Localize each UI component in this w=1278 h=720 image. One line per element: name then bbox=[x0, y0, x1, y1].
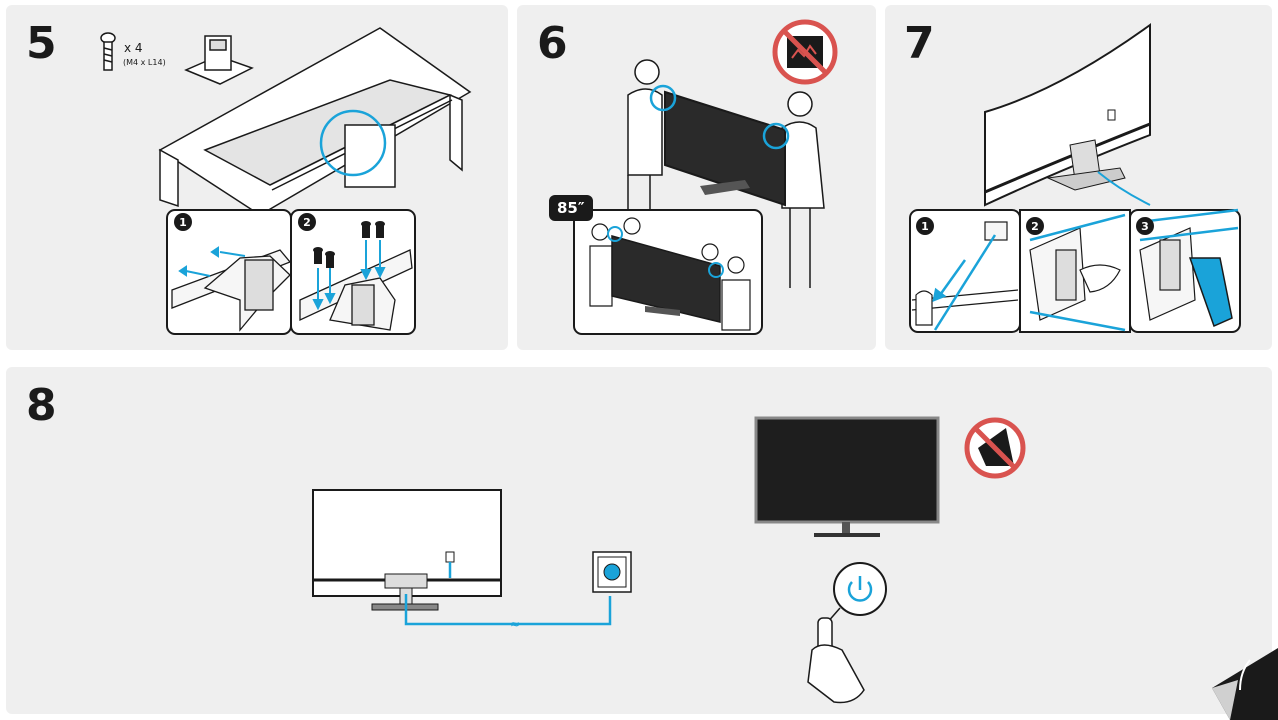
panel-step-8 bbox=[6, 367, 1272, 714]
prohibit-icon-s8 bbox=[964, 417, 1026, 479]
substep-2-marker-s5: 2 bbox=[303, 216, 311, 229]
screw-count: x 4 bbox=[124, 41, 143, 55]
screw-icon bbox=[100, 32, 116, 71]
step-number-8: 8 bbox=[26, 380, 57, 431]
prohibit-icon bbox=[772, 19, 838, 85]
substep-1-marker-s7: 1 bbox=[921, 220, 929, 233]
svg-text:≈: ≈ bbox=[510, 617, 520, 631]
stand-icon bbox=[184, 35, 254, 85]
substep-3-marker-s7: 3 bbox=[1141, 220, 1149, 233]
substep-2-marker-s7: 2 bbox=[1031, 220, 1039, 233]
power-icon bbox=[847, 576, 873, 602]
step-number-6: 6 bbox=[537, 18, 568, 69]
stand-highlight-circle bbox=[319, 109, 387, 177]
size-badge: 85″ bbox=[549, 195, 593, 221]
screw-spec: (M4 x L14) bbox=[123, 58, 166, 67]
step-number-7: 7 bbox=[904, 18, 935, 69]
substep-1-marker-s5: 1 bbox=[179, 216, 187, 229]
step-number-5: 5 bbox=[26, 18, 57, 69]
page-turn-icon bbox=[1212, 648, 1278, 720]
